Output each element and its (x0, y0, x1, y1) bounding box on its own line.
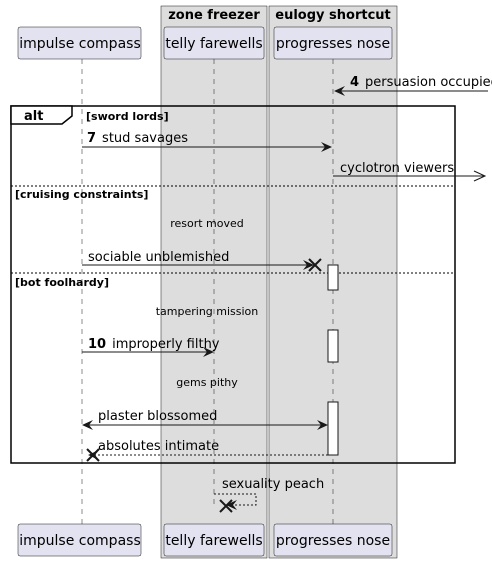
box-title-eulogy-shortcut: eulogy shortcut (275, 8, 391, 23)
delay-label: resort moved (170, 217, 244, 230)
participant-progresses-nose-top[interactable]: progresses nose (273, 26, 393, 60)
message-label: improperly filthy (112, 337, 220, 352)
activation-bar (327, 329, 339, 363)
participant-label: progresses nose (276, 533, 390, 549)
participant-progresses-nose-bottom[interactable]: progresses nose (273, 523, 393, 557)
alt-fragment: alt [sword lords] [cruising constraints]… (10, 105, 456, 464)
message-number: 7 (87, 131, 96, 146)
message-label: plaster blossomed (98, 409, 217, 424)
message-improperly-filthy: 10 improperly filthy (82, 337, 220, 357)
fragment-guard: [sword lords] (86, 110, 169, 123)
message-sexuality-peach: sexuality peach (214, 477, 324, 513)
message-label: sexuality peach (222, 477, 324, 492)
message-number: 10 (88, 337, 106, 352)
destroy-marker (86, 448, 100, 462)
delay-label: gems pithy (176, 376, 238, 389)
message-sociable-unblemished: sociable unblemished (82, 250, 322, 272)
destroy-marker (219, 499, 233, 513)
message-number: 4 (350, 75, 359, 90)
message-cyclotron-viewers: cyclotron viewers (333, 161, 487, 182)
delay-label: tampering mission (156, 305, 259, 318)
message-stud-savages: 7 stud savages (82, 131, 332, 152)
message-label: stud savages (102, 131, 188, 146)
participant-label: telly farewells (165, 533, 262, 549)
fragment-label: alt (24, 109, 43, 124)
participant-label: telly farewells (165, 36, 262, 52)
participant-telly-farewells-bottom[interactable]: telly farewells (163, 523, 265, 557)
message-label: cyclotron viewers (340, 161, 454, 176)
participant-label: impulse compass (19, 36, 141, 52)
message-label: absolutes intimate (98, 439, 219, 454)
message-persuasion-occupied: 4 persuasion occupied (334, 75, 492, 96)
participant-telly-farewells-top[interactable]: telly farewells (163, 26, 265, 60)
fragment-guard: [bot foolhardy] (15, 276, 109, 289)
destroy-marker (308, 258, 322, 272)
participant-label: progresses nose (276, 36, 390, 52)
participant-impulse-compass-top[interactable]: impulse compass (17, 26, 142, 60)
fragment-guard: [cruising constraints] (15, 188, 148, 201)
box-eulogy-shortcut: eulogy shortcut (268, 5, 398, 559)
activation-bar (327, 264, 339, 291)
message-label: persuasion occupied (365, 75, 492, 90)
participant-impulse-compass-bottom[interactable]: impulse compass (17, 523, 142, 557)
participant-label: impulse compass (19, 533, 141, 549)
message-plaster-blossomed: plaster blossomed (82, 409, 328, 430)
message-label: sociable unblemished (88, 250, 229, 265)
activation-bar (327, 401, 339, 456)
box-title-zone-freezer: zone freezer (168, 8, 260, 23)
message-absolutes-intimate: absolutes intimate (86, 439, 328, 462)
